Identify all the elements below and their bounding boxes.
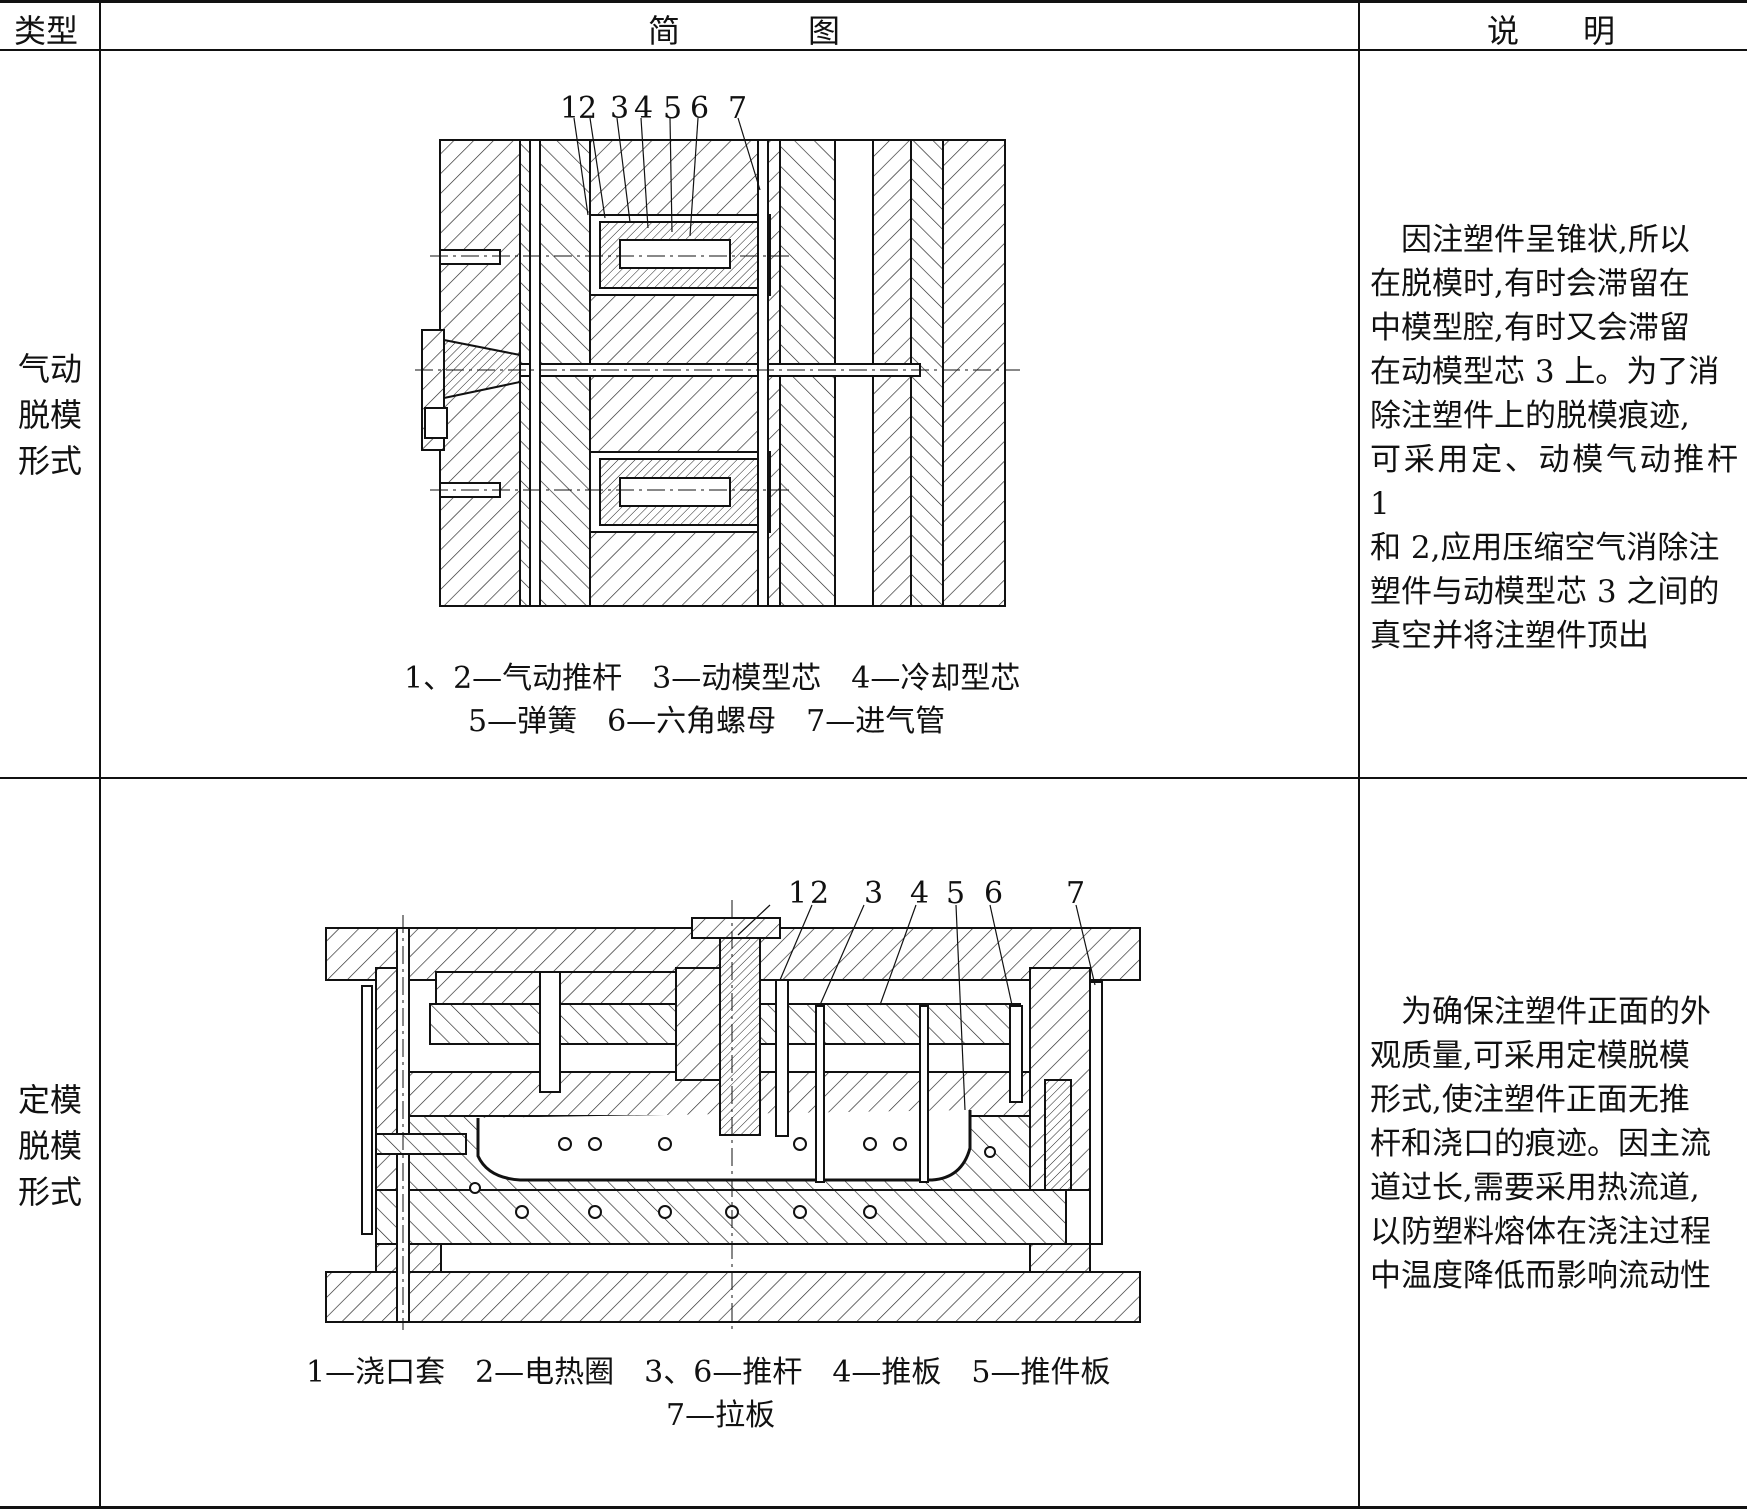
column-divider-2 bbox=[1358, 0, 1360, 1509]
header-type: 类型 bbox=[14, 12, 79, 50]
table-top-border bbox=[0, 0, 1747, 3]
callout-leader bbox=[737, 117, 761, 191]
callout-leader bbox=[616, 117, 631, 223]
callout-number: 2 bbox=[578, 91, 597, 126]
row1-desc-line: 和 2,应用压缩空气消除注 bbox=[1370, 530, 1720, 566]
row2-desc-line: 为确保注塑件正面的外 bbox=[1370, 994, 1711, 1030]
header-note: 说 明 bbox=[1487, 12, 1616, 50]
callout-leader bbox=[1075, 904, 1096, 986]
row1-caption-line: 5—弹簧 6—六角螺母 7—进气管 bbox=[468, 704, 946, 739]
callout-leader bbox=[689, 117, 699, 237]
fixed-mold-ejection-drawing: 1 2 3 4 5 6 7 bbox=[325, 876, 1141, 1330]
row1-desc-line: 除注塑件上的脱模痕迹, bbox=[1370, 398, 1690, 434]
callout-number: 7 bbox=[1066, 876, 1085, 911]
callout-leader bbox=[779, 904, 813, 981]
row1-desc-line: 因注塑件呈锥状,所以 bbox=[1370, 222, 1690, 258]
callout-number: 4 bbox=[910, 876, 929, 911]
row1-desc-line: 在动模型芯 3 上。为了消 bbox=[1370, 354, 1720, 390]
callout-leader bbox=[989, 904, 1013, 1006]
row1-type-line: 气动 bbox=[17, 350, 82, 388]
row1-type-line: 形式 bbox=[17, 442, 82, 480]
row1-caption-line: 1、2—气动推杆 3—动模型芯 4—冷却型芯 bbox=[404, 661, 1021, 696]
row2-desc-line: 杆和浇口的痕迹。因主流 bbox=[1370, 1126, 1711, 1162]
callout-number: 4 bbox=[634, 91, 653, 126]
callout-leader bbox=[640, 117, 649, 229]
callout-number: 1 bbox=[560, 91, 579, 126]
row2-desc-line: 道过长,需要采用热流道, bbox=[1370, 1170, 1700, 1206]
column-divider-1 bbox=[99, 0, 101, 1509]
row2-desc-line: 形式,使注塑件正面无推 bbox=[1370, 1082, 1690, 1118]
callout-leader bbox=[669, 117, 673, 233]
callout-number: 6 bbox=[984, 876, 1003, 911]
row2-type-line: 定模 bbox=[17, 1081, 82, 1119]
row1-desc-line: 中模型腔,有时又会滞留 bbox=[1370, 310, 1690, 346]
callout-leader bbox=[737, 904, 771, 936]
row1-desc-line: 在脱模时,有时会滞留在 bbox=[1370, 266, 1690, 302]
row1-desc-line: 可采用定、动模气动推杆 1 bbox=[1370, 442, 1738, 522]
table-bottom-border bbox=[0, 1506, 1747, 1509]
callout-number: 5 bbox=[946, 876, 965, 911]
callout-leader bbox=[955, 904, 966, 1111]
callout-number: 3 bbox=[864, 876, 883, 911]
row2-type-line: 形式 bbox=[17, 1173, 82, 1211]
row1-type-line: 脱模 bbox=[17, 396, 82, 434]
header-figure: 简 图 bbox=[648, 12, 841, 50]
row2-type-line: 脱模 bbox=[17, 1127, 82, 1165]
row2-description: 为确保注塑件正面的外 观质量,可采用定模脱模 形式,使注塑件正面无推 杆和浇口的… bbox=[1370, 990, 1738, 1298]
row1-description: 因注塑件呈锥状,所以 在脱模时,有时会滞留在 中模型腔,有时又会滞留 在动模型芯… bbox=[1370, 218, 1738, 658]
row2-desc-line: 以防塑料熔体在浇注过程 bbox=[1370, 1214, 1711, 1250]
row2-desc-line: 观质量,可采用定模脱模 bbox=[1370, 1038, 1690, 1074]
row-divider bbox=[0, 777, 1747, 779]
callout-number: 7 bbox=[728, 91, 747, 126]
pneumatic-ejection-mold-drawing: 1 2 3 4 5 6 7 bbox=[415, 91, 1020, 607]
callout-leader bbox=[589, 117, 606, 219]
callout-number: 1 bbox=[788, 876, 807, 911]
callout-number: 3 bbox=[610, 91, 629, 126]
callout-number: 6 bbox=[690, 91, 709, 126]
row2-desc-line: 中温度降低而影响流动性 bbox=[1370, 1258, 1711, 1294]
callout-leader bbox=[879, 904, 917, 1006]
header-divider bbox=[0, 49, 1747, 51]
row1-desc-line: 真空并将注塑件顶出 bbox=[1370, 618, 1649, 654]
callout-number: 2 bbox=[810, 876, 829, 911]
callout-leader bbox=[819, 904, 865, 1006]
row1-desc-line: 塑件与动模型芯 3 之间的 bbox=[1370, 574, 1720, 610]
row2-type: 定模 脱模 形式 bbox=[0, 1077, 100, 1215]
row1-type: 气动 脱模 形式 bbox=[0, 346, 100, 484]
callout-number: 5 bbox=[663, 91, 682, 126]
row2-caption-line: 7—拉板 bbox=[666, 1398, 776, 1433]
row2-caption-line: 1—浇口套 2—电热圈 3、6—推杆 4—推板 5—推件板 bbox=[306, 1355, 1111, 1390]
callout-leader bbox=[573, 117, 589, 216]
